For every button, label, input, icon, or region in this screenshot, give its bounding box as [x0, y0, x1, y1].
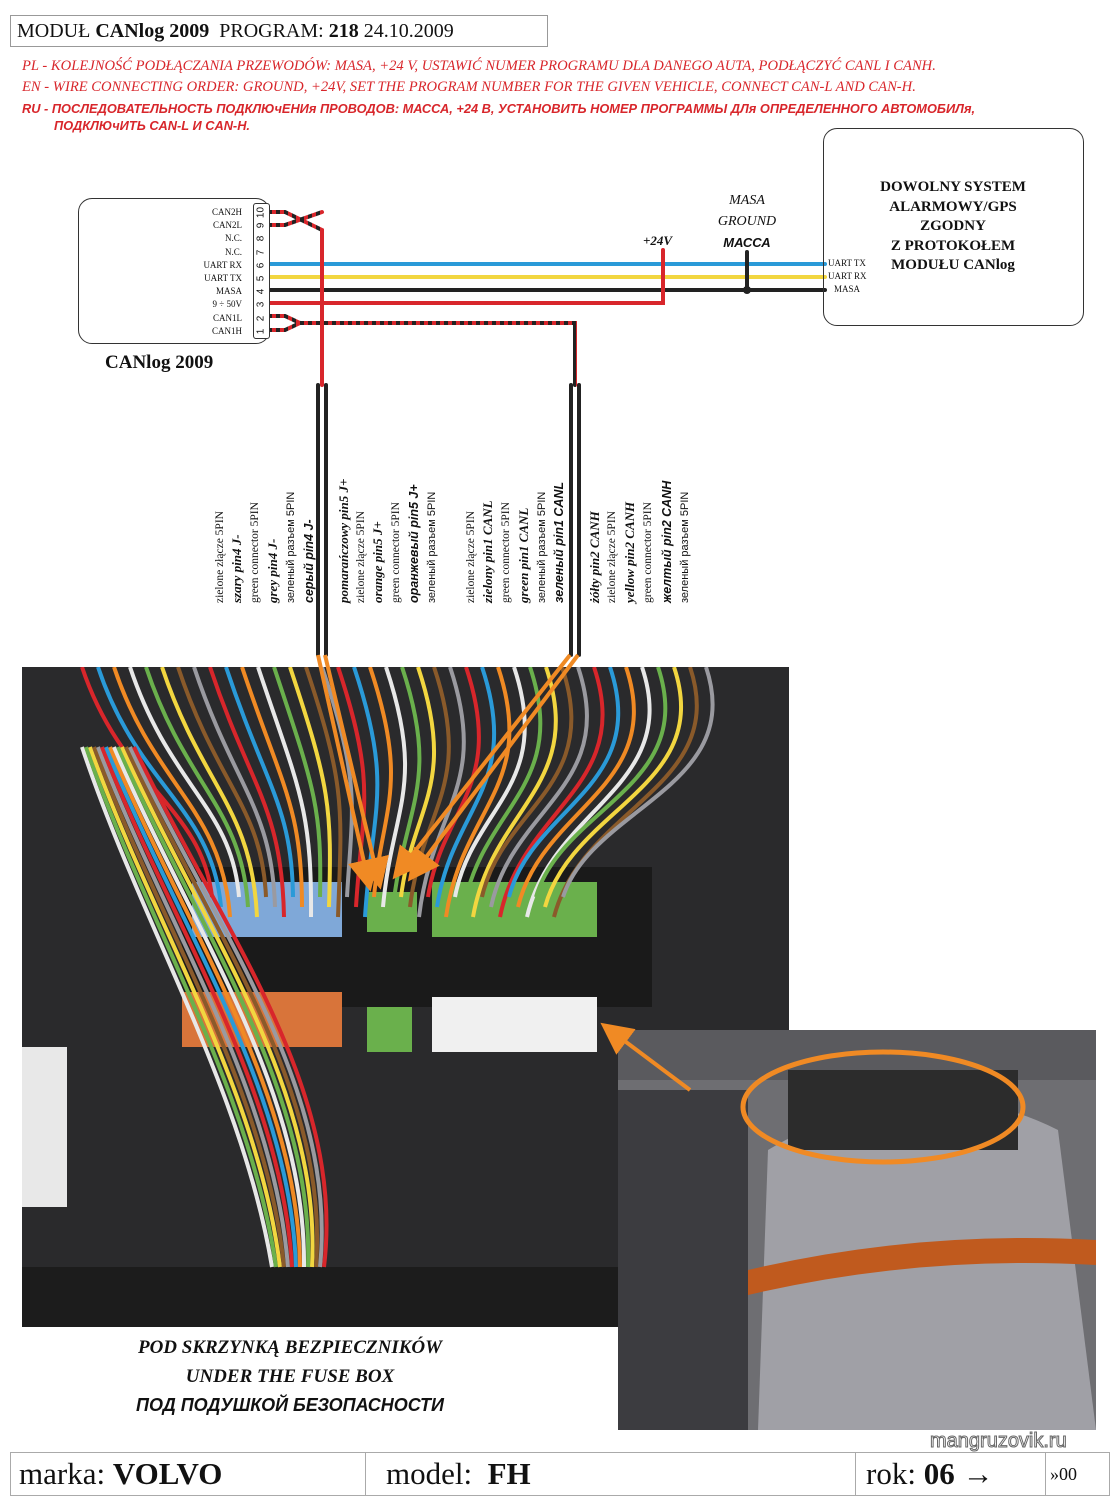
pin-header	[253, 203, 270, 339]
ground-label-ru: МАССА	[723, 235, 771, 250]
system-line: DOWOLNY SYSTEM	[880, 179, 1026, 195]
instruction-ru-cont: ПОДКЛЮчИТЬ CAN-L И CAN-H.	[54, 118, 250, 133]
caption-en: UNDER THE FUSE BOX	[185, 1366, 395, 1387]
wire-label: grey pin4 J-	[265, 538, 280, 603]
wire-label: pomarańczowy pin5 J+	[336, 478, 351, 603]
wire-label: green connector 5PIN	[500, 502, 512, 603]
pin-label: CAN1H	[211, 325, 242, 336]
wire-label: green connector 5PIN	[390, 502, 402, 603]
system-line: MODUŁU CANlog	[891, 257, 1015, 273]
ext-pin-uart-rx: UART RX	[828, 271, 867, 281]
pin-label: CAN2H	[211, 207, 242, 217]
pin-label: UART RX	[203, 259, 242, 270]
ground-label-en: GROUND	[717, 214, 777, 229]
external-system-text: DOWOLNY SYSTEM ALARMOWY/GPS ZGODNY Z PRO…	[858, 178, 1048, 276]
footer-year-end: »00	[1045, 1452, 1110, 1496]
make-label: marka:	[19, 1456, 106, 1491]
fuse-box-highlight	[740, 1049, 1026, 1165]
pin-number: 7	[255, 249, 267, 255]
wire-label: zielone złącze 5PIN	[606, 511, 618, 603]
pin-label: N.C.	[224, 246, 242, 257]
instruction-pl: PL - KOLEJNOŚĆ PODŁĄCZANIA PRZEWODÓW: MA…	[22, 58, 936, 74]
pin-number: 5	[255, 275, 267, 282]
wire-label: зеленый разъем 5PIN	[285, 491, 297, 603]
pin-number: 9	[255, 222, 267, 229]
wire-label: зеленый разъем 5PIN	[679, 491, 691, 603]
year-end-value: »00	[1050, 1464, 1077, 1484]
pin-number: 6	[255, 262, 267, 269]
pin-label: 9 ÷ 50V	[212, 299, 242, 310]
caption-ru: ПОД ПОДУШКОЙ БЕЗОПАСНОСТИ	[136, 1395, 444, 1415]
pin-number: 8	[255, 236, 267, 242]
external-alarm-system	[823, 128, 1084, 326]
module-name-label: CANlog 2009	[105, 352, 214, 373]
model-value: FH	[487, 1456, 531, 1491]
caption-pl: POD SKRZYNKĄ BEZPIECZNIKÓW	[137, 1337, 443, 1358]
make-value: VOLVO	[112, 1456, 223, 1491]
pin-number: 10	[255, 206, 267, 219]
pin-label: N.C.	[224, 233, 242, 244]
wire	[268, 321, 302, 332]
sheet-date: 24.10.2009	[363, 20, 454, 42]
pin-number: 3	[255, 302, 267, 308]
sheet-header: MODUŁ CANlog 2009 PROGRAM: 218 24.10.200…	[10, 15, 548, 47]
wire	[268, 210, 324, 387]
wire	[268, 314, 577, 387]
wire-label: green connector 5PIN	[642, 502, 654, 603]
green-connector	[432, 882, 597, 937]
ground-junction	[743, 286, 751, 294]
system-line: ALARMOWY/GPS	[889, 198, 1017, 215]
year-label: rok:	[866, 1456, 916, 1491]
module-label: MODUŁ	[17, 20, 91, 42]
wire-label: zielone złącze 5PIN	[355, 511, 367, 603]
wire-label: оранжевый pin5 J+	[407, 484, 421, 603]
pin-number: 4	[255, 288, 267, 295]
plus24v-label: +24V	[643, 233, 673, 248]
wire-label: zielone złącze 5PIN	[465, 511, 477, 603]
wire-label: żółty pin2 CANH	[587, 511, 602, 603]
wire-label: green pin1 CANL	[516, 507, 531, 603]
pin-number: 2	[255, 315, 267, 321]
wire-label: зеленый pin1 CANL	[552, 481, 566, 603]
module-name: CANlog 2009	[95, 20, 210, 42]
cabin-photo	[618, 1030, 1096, 1430]
system-line: ZGODNY	[920, 218, 986, 234]
year-value: 06 →	[923, 1456, 994, 1491]
wire-label: зеленый разъем 5PIN	[426, 491, 438, 603]
wire-label: zielone złącze 5PIN	[214, 511, 226, 603]
pin-label: CAN2L	[213, 220, 242, 231]
instruction-ru: RU - ПОСЛЕДОВАТЕЛЬНОСТЬ ПОДКЛЮчЕНИя ПРОВ…	[22, 101, 976, 116]
footer-year: rok: 06 →	[855, 1452, 1046, 1496]
wire	[268, 210, 324, 227]
wire-label: yellow pin2 CANH	[622, 501, 637, 603]
program-number: 218	[328, 20, 359, 42]
wire-label: зеленый разъем 5PIN	[536, 491, 548, 603]
wire-label: zielony pin1 CANL	[480, 500, 495, 603]
program-label: PROGRAM:	[219, 20, 324, 42]
footer-make: marka: VOLVO	[10, 1452, 366, 1496]
wire-label: green connector 5PIN	[249, 502, 261, 603]
model-label: model:	[386, 1456, 473, 1491]
system-line: Z PROTOKOŁEM	[890, 237, 1016, 254]
wire-label: желтый pin2 CANH	[660, 480, 674, 603]
instruction-en: EN - WIRE CONNECTING ORDER: GROUND, +24V…	[22, 79, 916, 95]
pin-number: 1	[255, 328, 267, 335]
ground-label-pl: MASA	[729, 193, 765, 208]
watermark: mangruzovik.ru	[930, 1430, 1068, 1452]
footer-model: model: FH	[365, 1452, 856, 1496]
wire	[268, 248, 665, 305]
ext-pin-masa: MASA	[834, 284, 861, 294]
wire-label: szary pin4 J-	[229, 534, 244, 603]
pin-label: MASA	[215, 286, 242, 297]
pin-label: CAN1L	[213, 312, 242, 323]
pin-label: UART TX	[204, 273, 242, 283]
wire-label: orange pin5 J+	[370, 521, 385, 603]
ext-pin-uart-tx: UART TX	[828, 258, 866, 268]
wire-label: серый pin4 J-	[302, 519, 316, 603]
